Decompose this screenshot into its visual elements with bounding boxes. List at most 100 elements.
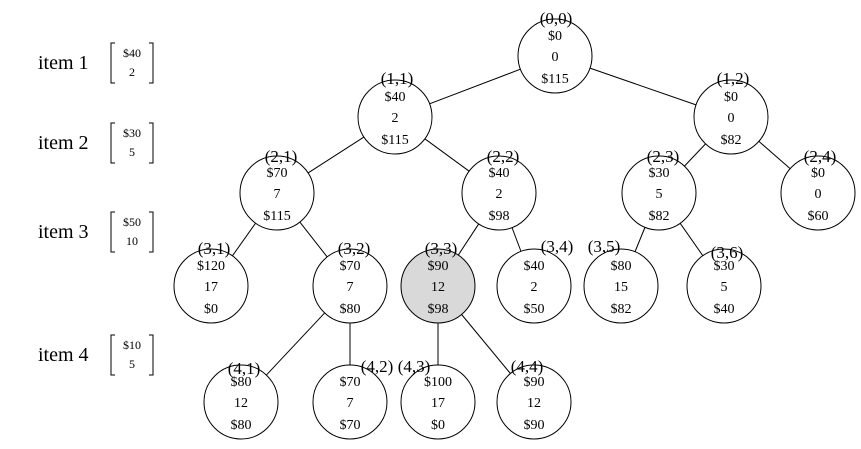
bracket-left <box>110 211 115 253</box>
node-circle-highlighted <box>400 248 476 324</box>
node-weight: 0 <box>815 187 822 202</box>
node-profit: $70 <box>267 166 288 181</box>
item-weight: 2 <box>129 65 135 79</box>
bracket-left <box>110 334 115 376</box>
node-circle <box>400 364 476 440</box>
node-bound: $0 <box>204 302 218 317</box>
node-bound: $82 <box>611 302 632 317</box>
node-bound: $40 <box>714 302 735 317</box>
node-circle <box>203 364 279 440</box>
node-weight: 12 <box>234 396 248 411</box>
node-profit: $30 <box>714 259 735 274</box>
node-label: (4,2) <box>361 357 394 376</box>
item-value: $50 <box>123 215 141 229</box>
tree-node: (3,1)$120 17 $0 <box>173 239 249 324</box>
node-label: (2,3) <box>647 147 680 166</box>
tree-node: (3,2)$70 7 $80 <box>312 239 388 324</box>
item-row: item 2$305 <box>38 122 154 164</box>
node-weight: 7 <box>347 396 354 411</box>
tree-edge <box>424 138 470 172</box>
tree-edge <box>307 136 365 174</box>
node-profit: $0 <box>724 90 738 105</box>
item-value: $10 <box>123 338 141 352</box>
node-profit: $0 <box>811 166 825 181</box>
node-weight: 12 <box>431 280 445 295</box>
tree-node: (1,1)$402$115 <box>357 69 433 155</box>
item-value: $40 <box>123 46 141 60</box>
node-bound: $60 <box>808 209 829 224</box>
node-label: (3,2) <box>338 239 371 258</box>
item-row: item 4 $10 5 <box>38 334 154 376</box>
node-bound: $82 <box>721 133 742 148</box>
node-circle <box>173 248 249 324</box>
node-bound: $0 <box>431 418 445 433</box>
node-circle <box>621 155 697 231</box>
node-circle <box>496 364 572 440</box>
tree-edge <box>589 67 697 106</box>
node-label: (4,4) <box>511 357 544 376</box>
item-label: item 2 <box>38 132 89 154</box>
item-label: item 3 <box>38 221 89 243</box>
node-bound: $115 <box>541 72 568 87</box>
node-label: (4,3) <box>398 357 431 376</box>
tree-node: (3,4)$402$50 <box>496 237 573 324</box>
tree-node: (2,1)$707$115 <box>239 147 315 231</box>
bracket-left <box>110 42 115 84</box>
node-label: (3,3) <box>425 239 458 258</box>
tree-edge <box>457 223 480 256</box>
tree-edge <box>265 312 326 376</box>
tree-node: (1,2)$00$82 <box>693 69 769 155</box>
node-label: (4,1) <box>228 359 261 378</box>
node-weight: 0 <box>552 50 559 65</box>
node-weight: 15 <box>614 280 628 295</box>
bracket-right <box>149 334 154 376</box>
item-weight: 5 <box>129 145 135 159</box>
node-profit: $30 <box>649 166 670 181</box>
node-circle <box>496 248 572 324</box>
tree-edge <box>684 143 706 167</box>
node-profit: $70 <box>340 375 361 390</box>
node-bound: $80 <box>231 418 252 433</box>
node-profit: $100 <box>424 375 452 390</box>
node-profit: $90 <box>524 375 545 390</box>
tree-edge <box>679 223 704 256</box>
node-weight: 7 <box>274 187 281 202</box>
node-weight: 17 <box>204 280 218 295</box>
node-circle <box>686 248 762 324</box>
item-label: item 1 <box>38 52 89 74</box>
node-profit: $40 <box>385 90 406 105</box>
item-weight: 5 <box>129 357 135 371</box>
node-profit: $120 <box>197 259 225 274</box>
node-label: (2,2) <box>487 147 520 166</box>
node-weight: 2 <box>496 187 503 202</box>
node-weight: 12 <box>527 396 541 411</box>
node-bound: $98 <box>489 209 510 224</box>
node-bound: $90 <box>524 418 545 433</box>
bracket-right <box>149 42 154 84</box>
node-circle <box>312 364 388 440</box>
node-label: (0,0) <box>540 9 573 28</box>
node-circle <box>461 155 537 231</box>
tree-node: (2,4)$0 0 $60 <box>780 147 856 231</box>
node-circle <box>780 155 856 231</box>
node-weight: 5 <box>721 280 728 295</box>
node-profit: $40 <box>524 259 545 274</box>
tree-edge <box>511 227 522 252</box>
node-label: (3,1) <box>198 239 231 258</box>
node-weight: 7 <box>347 280 354 295</box>
node-profit: $70 <box>340 259 361 274</box>
item-weight: 10 <box>126 234 138 248</box>
node-bound: $115 <box>263 209 290 224</box>
node-bound: $80 <box>340 302 361 317</box>
node-circle <box>357 79 433 155</box>
node-label: (3,6) <box>711 243 744 262</box>
item-legend: item 1 $40 2 item 2$305 item 3 $50 10 item 4 $10… <box>38 42 154 376</box>
bracket-left <box>110 122 115 164</box>
node-label: (2,4) <box>804 147 837 166</box>
item-label: item 4 <box>38 344 89 366</box>
node-profit: $0 <box>548 29 562 44</box>
tree-edge <box>758 140 791 170</box>
